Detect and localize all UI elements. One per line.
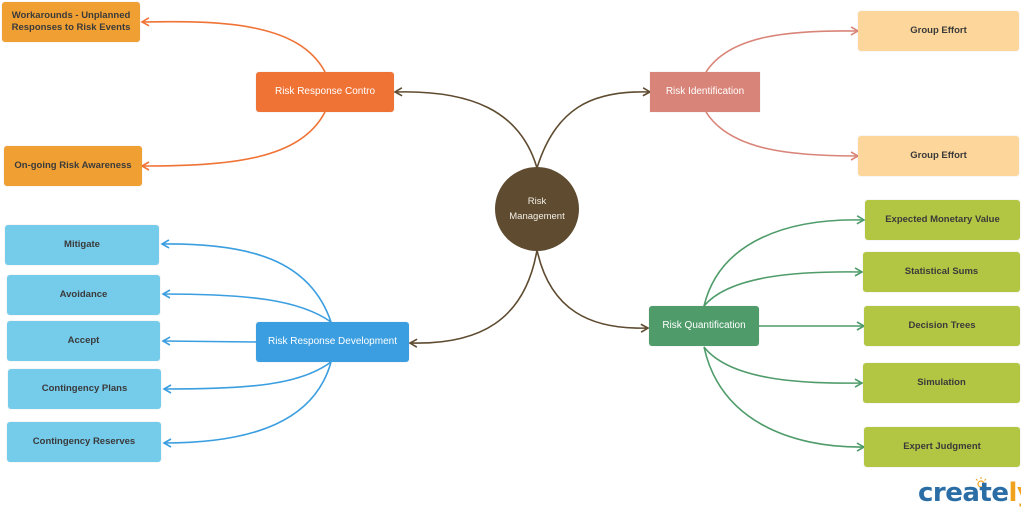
link-center-quantification bbox=[536, 249, 650, 333]
node-label: Accept bbox=[67, 335, 100, 346]
node-risk-quantification[interactable]: Risk Quantification bbox=[649, 306, 759, 346]
node-risk-response-control[interactable]: Risk Response Contro bbox=[256, 72, 394, 112]
link-ident-group1 bbox=[705, 26, 860, 73]
node-group-effort-1[interactable]: Group Effort bbox=[858, 11, 1019, 51]
node-mitigate[interactable]: Mitigate bbox=[5, 225, 159, 265]
node-label: On-going Risk Awareness bbox=[14, 160, 132, 171]
node-label: Mitigate bbox=[64, 239, 100, 250]
link-dev-reserves bbox=[162, 361, 332, 448]
node-risk-identification[interactable]: Risk Identification bbox=[650, 72, 760, 112]
node-contingency-reserves[interactable]: Contingency Reserves bbox=[7, 422, 161, 462]
node-label: Risk Response Development bbox=[268, 336, 397, 347]
link-q-sim bbox=[703, 346, 864, 388]
node-label: Expected Monetary Value bbox=[885, 214, 1000, 225]
node-label: Risk Identification bbox=[665, 86, 745, 97]
node-label: Risk Response Contro bbox=[274, 86, 376, 97]
node-label: Decision Trees bbox=[908, 320, 976, 331]
node-expected-monetary-value[interactable]: Expected Monetary Value bbox=[865, 200, 1020, 240]
link-ident-group2 bbox=[705, 111, 860, 161]
node-label: Group Effort bbox=[910, 150, 967, 161]
node-decision-trees[interactable]: Decision Trees bbox=[864, 306, 1020, 346]
node-label: Risk Quantification bbox=[662, 320, 746, 331]
node-label: Avoidance bbox=[59, 289, 108, 300]
node-risk-response-development[interactable]: Risk Response Development bbox=[256, 322, 409, 362]
node-label: Statistical Sums bbox=[904, 266, 979, 277]
node-label: Contingency Plans bbox=[41, 383, 128, 394]
node-simulation[interactable]: Simulation bbox=[863, 363, 1020, 403]
link-control-workarounds bbox=[140, 17, 326, 73]
center-node-risk-management[interactable]: Risk Management bbox=[495, 167, 579, 251]
node-label: Group Effort bbox=[910, 25, 967, 36]
node-ongoing-risk-awareness[interactable]: On-going Risk Awareness bbox=[4, 146, 142, 186]
link-q-sums bbox=[703, 267, 864, 307]
link-dev-avoidance bbox=[161, 289, 332, 323]
node-expert-judgment[interactable]: Expert Judgment bbox=[864, 427, 1020, 467]
lightbulb-icon bbox=[975, 477, 987, 488]
node-statistical-sums[interactable]: Statistical Sums bbox=[863, 252, 1020, 292]
node-avoidance[interactable]: Avoidance bbox=[7, 275, 160, 315]
link-dev-accept bbox=[161, 336, 257, 346]
link-dev-plans bbox=[162, 361, 332, 394]
creately-logo: creately bbox=[918, 478, 1021, 508]
node-label: Expert Judgment bbox=[903, 441, 981, 452]
node-label: Workarounds - Unplanned Responses to Ris… bbox=[11, 10, 131, 33]
node-label: Simulation bbox=[917, 377, 966, 388]
link-dev-mitigate bbox=[160, 239, 332, 323]
logo-main: create bbox=[918, 478, 1009, 508]
link-q-emv bbox=[703, 215, 866, 307]
link-center-control bbox=[393, 87, 538, 169]
node-accept[interactable]: Accept bbox=[7, 321, 160, 361]
logo-accent: ly bbox=[1008, 478, 1021, 508]
center-line2: Management bbox=[509, 211, 565, 222]
node-label: Contingency Reserves bbox=[32, 436, 136, 447]
center-line1: Risk bbox=[527, 196, 547, 207]
node-workarounds[interactable]: Workarounds - Unplanned Responses to Ris… bbox=[2, 2, 140, 42]
link-center-development bbox=[408, 249, 538, 348]
node-group-effort-2[interactable]: Group Effort bbox=[858, 136, 1019, 176]
link-control-awareness bbox=[140, 111, 326, 171]
node-contingency-plans[interactable]: Contingency Plans bbox=[8, 369, 161, 409]
link-q-expert bbox=[703, 346, 866, 452]
link-center-identification bbox=[536, 87, 652, 169]
